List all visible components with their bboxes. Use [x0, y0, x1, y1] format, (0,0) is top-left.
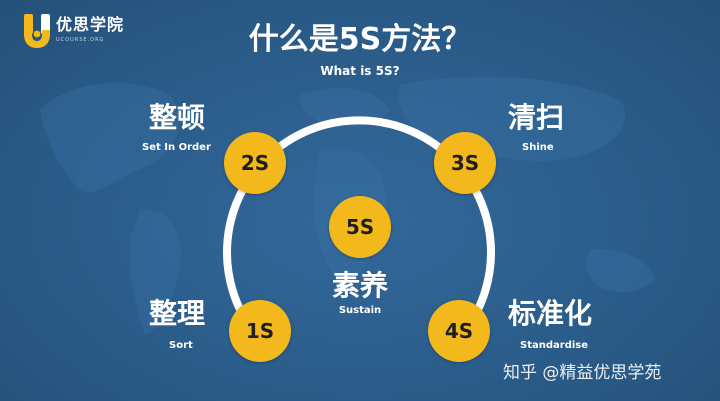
brand-logo: 优思学院 UCOURSE.ORG	[22, 12, 124, 50]
step-badge-4s: 4S	[428, 300, 490, 362]
page-subtitle: What is 5S?	[320, 64, 400, 78]
step-badge-3s: 3S	[434, 132, 496, 194]
step-label-cn-1s: 整理	[149, 297, 206, 330]
ucourse-u-logo-icon	[24, 14, 50, 48]
step-label-en-1s: Sort	[169, 340, 193, 351]
step-badge-2s: 2S	[224, 132, 286, 194]
step-label-cn-4s: 标准化	[508, 297, 593, 330]
step-label-cn-5s: 素养	[331, 269, 388, 302]
step-label-en-3s: Shine	[522, 142, 554, 153]
step-label-en-5s: Sustain	[338, 305, 382, 316]
step-label-cn-2s: 整顿	[149, 101, 206, 134]
step-badge-5s: 5S	[329, 196, 391, 258]
page-title: 什么是5S方法？	[248, 22, 472, 57]
step-label-en-2s: Set In Order	[142, 142, 211, 153]
step-label-en-4s: Standardise	[520, 340, 589, 351]
logo-name-en: UCOURSE.ORG	[56, 37, 105, 43]
step-badge-1s: 1S	[229, 300, 291, 362]
step-label-cn-3s: 清扫	[508, 101, 565, 134]
source-watermark: 知乎 @精益优思学苑	[503, 363, 662, 383]
logo-name-cn: 优思学院	[56, 15, 125, 34]
